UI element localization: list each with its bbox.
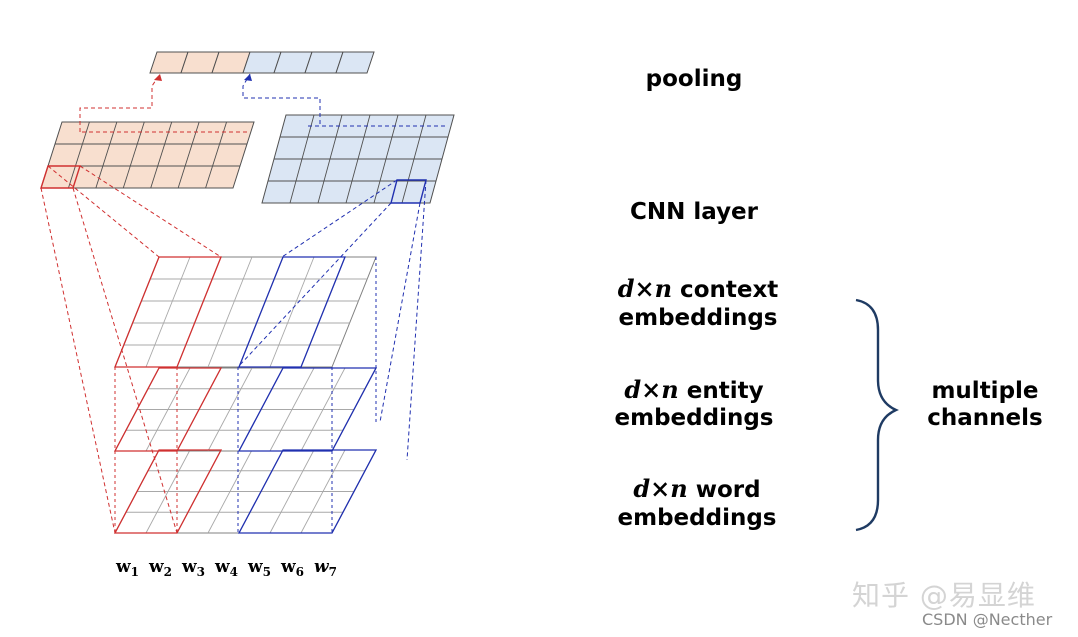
context-blue-window	[238, 256, 346, 368]
multiple-channels-label-line1: multiple	[931, 378, 1038, 404]
blue-connector-3	[281, 179, 398, 258]
entity-embeddings-label-line1: d×n entity	[624, 375, 763, 404]
word-embeddings-label-line2: embeddings	[618, 505, 777, 531]
red-pooling-arrow	[79, 73, 161, 132]
cnn-red-col-line	[150, 121, 173, 189]
context-embeddings-label-line1: d×n context	[618, 274, 779, 303]
pooling-output-vector	[149, 51, 375, 74]
zhihu-watermark: 知乎 @易显维	[852, 579, 1036, 612]
word-label-3: w3	[181, 557, 205, 579]
word-labels: w1 w2 w3 w4 w5 w6 w7	[115, 557, 337, 579]
context-channel-col-line	[269, 256, 315, 368]
word-label-7: w7	[314, 557, 337, 579]
red-connector-1	[40, 187, 116, 534]
word-label-1: w1	[115, 557, 139, 579]
cnn-red-col-line	[205, 121, 228, 189]
cnn-red-col-line	[177, 121, 200, 189]
blue-connector-4	[406, 179, 427, 461]
blue-connector-1	[237, 202, 392, 368]
word-embeddings-label-line1: d×n word	[633, 474, 760, 503]
red-arrowhead	[154, 74, 162, 81]
red-connector-3	[47, 165, 160, 258]
cnn-red-col-line	[67, 121, 90, 189]
cnn-feature-map-red	[40, 121, 255, 189]
word-blue-window	[237, 449, 378, 534]
context-channel-col-line	[145, 256, 191, 368]
blue-connector-2	[379, 202, 421, 423]
word-label-2: w2	[148, 557, 172, 579]
cnn-layer-label: CNN layer	[630, 199, 759, 225]
word-label-4: w4	[214, 557, 238, 579]
word-label-5: w5	[247, 557, 271, 579]
pooling-cell	[335, 51, 375, 74]
connector-lines	[40, 73, 448, 534]
context-channel-col-line	[207, 256, 253, 368]
cnn-red-col-line	[95, 121, 118, 189]
word-label-6: w6	[280, 557, 304, 579]
channels-brace	[855, 298, 899, 532]
multiple-channels-label-line2: channels	[927, 405, 1042, 431]
pooling-label: pooling	[646, 66, 743, 92]
entity-embeddings-label-line2: embeddings	[615, 405, 774, 431]
blue-arrowhead	[244, 74, 252, 81]
csdn-watermark: CSDN @Necther	[922, 610, 1053, 629]
context-embeddings-label-line2: embeddings	[619, 305, 778, 331]
cnn-red-col-line	[122, 121, 145, 189]
